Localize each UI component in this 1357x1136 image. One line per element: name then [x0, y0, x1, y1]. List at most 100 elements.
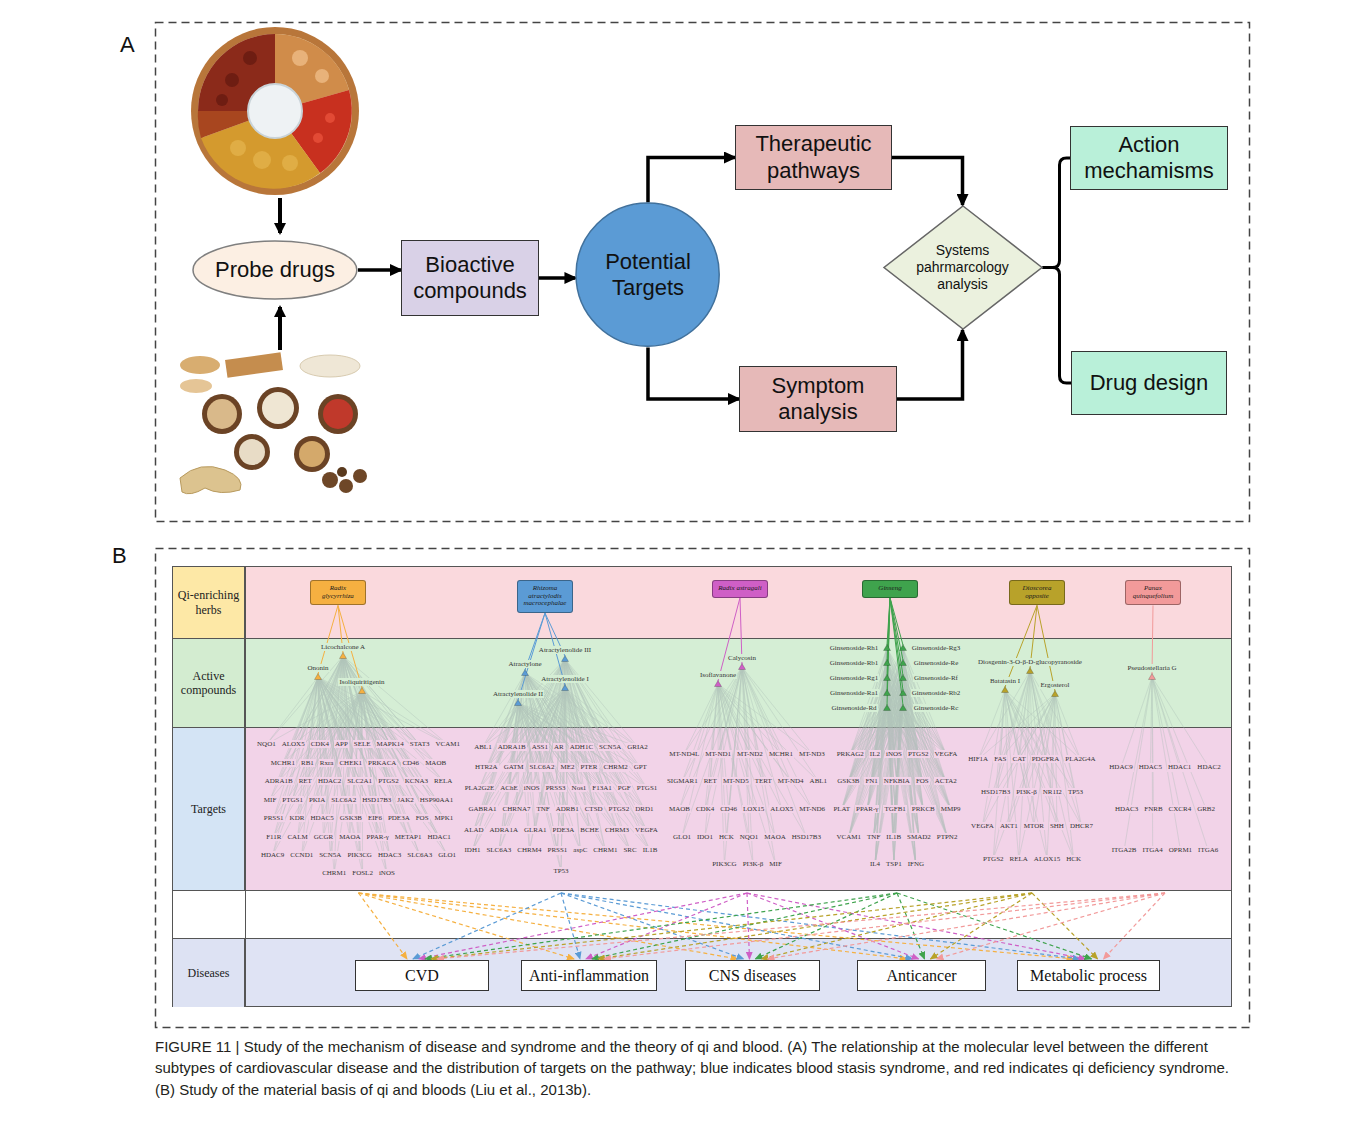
dried-fruit-plate [292, 50, 308, 66]
target-name: F11R [265, 833, 282, 841]
link-line [1019, 694, 1055, 859]
link-line [903, 708, 919, 837]
compound-name: Batatasin I [989, 677, 1021, 685]
link-line [518, 703, 630, 850]
link-line [274, 691, 362, 818]
herb-box: Dioscorea opposite [1009, 580, 1065, 605]
decision-diamond: Systems pahrmarcology analysis [883, 205, 1043, 330]
target-name: HCK [1065, 855, 1082, 863]
target-name: SCN5A [318, 851, 342, 859]
target-name: HSD17B3 [791, 833, 822, 841]
target-name: ABL1 [473, 743, 493, 751]
herb-bowls-photo [207, 399, 237, 429]
compound-name: Ginsenoside-Rc [913, 704, 960, 712]
target-name: CHRM3 [604, 826, 630, 834]
target-name: ABL1 [809, 777, 829, 785]
target-name: MT-ND3 [798, 750, 826, 758]
target-name: ADRB1 [555, 805, 580, 813]
compound-triangle [900, 675, 907, 681]
target-name: PGF [617, 784, 632, 792]
link-line [499, 673, 525, 850]
link-line [1150, 677, 1152, 767]
link-line [887, 693, 947, 837]
target-name: PTGS2 [377, 777, 400, 785]
target-name: ACTA2 [934, 777, 958, 785]
link-line [525, 673, 605, 850]
link-line [318, 677, 350, 837]
target-name: ALAD [463, 826, 484, 834]
target-name: VEGFA [934, 750, 959, 758]
target-name: CHRM1 [321, 869, 347, 877]
target-name: iNOS [378, 869, 396, 877]
target-name: SHH [1049, 822, 1065, 830]
node-label: Therapeutic pathways [743, 131, 884, 184]
target-name: FAS [993, 755, 1007, 763]
target-name: VCAM1 [836, 833, 863, 841]
target-name: MMP9 [940, 805, 962, 813]
target-name: AR [553, 743, 565, 751]
target-name: SCN5A [598, 743, 622, 751]
target-name: ITGA2B [1111, 846, 1138, 854]
herb-bowls-photo [353, 469, 367, 483]
dried-fruit-plate [243, 51, 257, 65]
target-name: HDAC5 [309, 814, 334, 822]
target-name: RET [703, 777, 718, 785]
flow-arrow [648, 348, 739, 399]
dashed-arrow [747, 893, 919, 959]
dashed-arrow [1032, 893, 1098, 959]
grid-line [172, 566, 1232, 1007]
disease-box: Metabolic process [1017, 960, 1160, 991]
target-name: MAOB [668, 805, 691, 813]
target-name: IFNG [907, 860, 925, 868]
compound-name: Ergosterol [1039, 681, 1070, 689]
link-line [518, 703, 602, 788]
compound-triangle [1149, 674, 1156, 680]
link-line [705, 684, 718, 837]
herb-box: Rhizoma atractylodis macrocephalae [517, 580, 573, 613]
band-ground [172, 938, 1232, 1007]
link-line [849, 708, 887, 837]
link-line [890, 598, 903, 705]
link-line [518, 613, 545, 700]
link-line [718, 684, 754, 809]
link-line [867, 708, 887, 809]
link-line [518, 703, 650, 850]
panel-frame [156, 23, 1250, 522]
result-box: Action mechamisms [1070, 126, 1228, 191]
link-line [362, 691, 447, 855]
compound-triangle [359, 688, 366, 694]
dried-fruit-plate [191, 27, 359, 195]
link-line [718, 684, 818, 781]
target-name: GLRA1 [523, 826, 548, 834]
link-line [362, 691, 420, 855]
target-name: SELE [353, 740, 372, 748]
target-name: PTGS2 [982, 855, 1005, 863]
target-cluster: ABL1ADRA1BASS1ARADH1CSCN5AGRIA2HTR2AGATM… [462, 731, 660, 887]
target-name: PRSS1 [546, 846, 568, 854]
target-name: Nos1 [571, 784, 588, 792]
herb-bowls-photo [322, 472, 338, 488]
node-label: Potential Targets [596, 249, 700, 302]
link-line [850, 693, 887, 754]
target-name: GRB2 [1196, 805, 1216, 813]
target-name: SRC [622, 846, 637, 854]
target-cluster: MT-ND4LMT-ND1MT-ND2MCHR1MT-ND3SIGMAR1RET… [664, 731, 830, 887]
compound-triangle [1052, 691, 1059, 697]
target-name: GABRA1 [467, 805, 497, 813]
dried-fruit-plate [253, 151, 271, 169]
target-name: GLO1 [437, 851, 457, 859]
target-name: NQO1 [256, 740, 277, 748]
target-name: Rxra [319, 759, 335, 767]
link-line [298, 691, 362, 837]
target-name: TP53 [1067, 788, 1084, 796]
link-line [273, 691, 362, 855]
compound-name: Ginsenoside-Rf [913, 674, 959, 682]
photo-arrow [278, 198, 282, 233]
dashed-arrow [1104, 893, 1166, 959]
link-line [293, 677, 318, 800]
dashed-arrow [931, 893, 1033, 959]
flow-arrow [892, 158, 963, 206]
link-line [1152, 677, 1180, 767]
link-line [903, 708, 916, 864]
compound-triangle [900, 705, 907, 711]
